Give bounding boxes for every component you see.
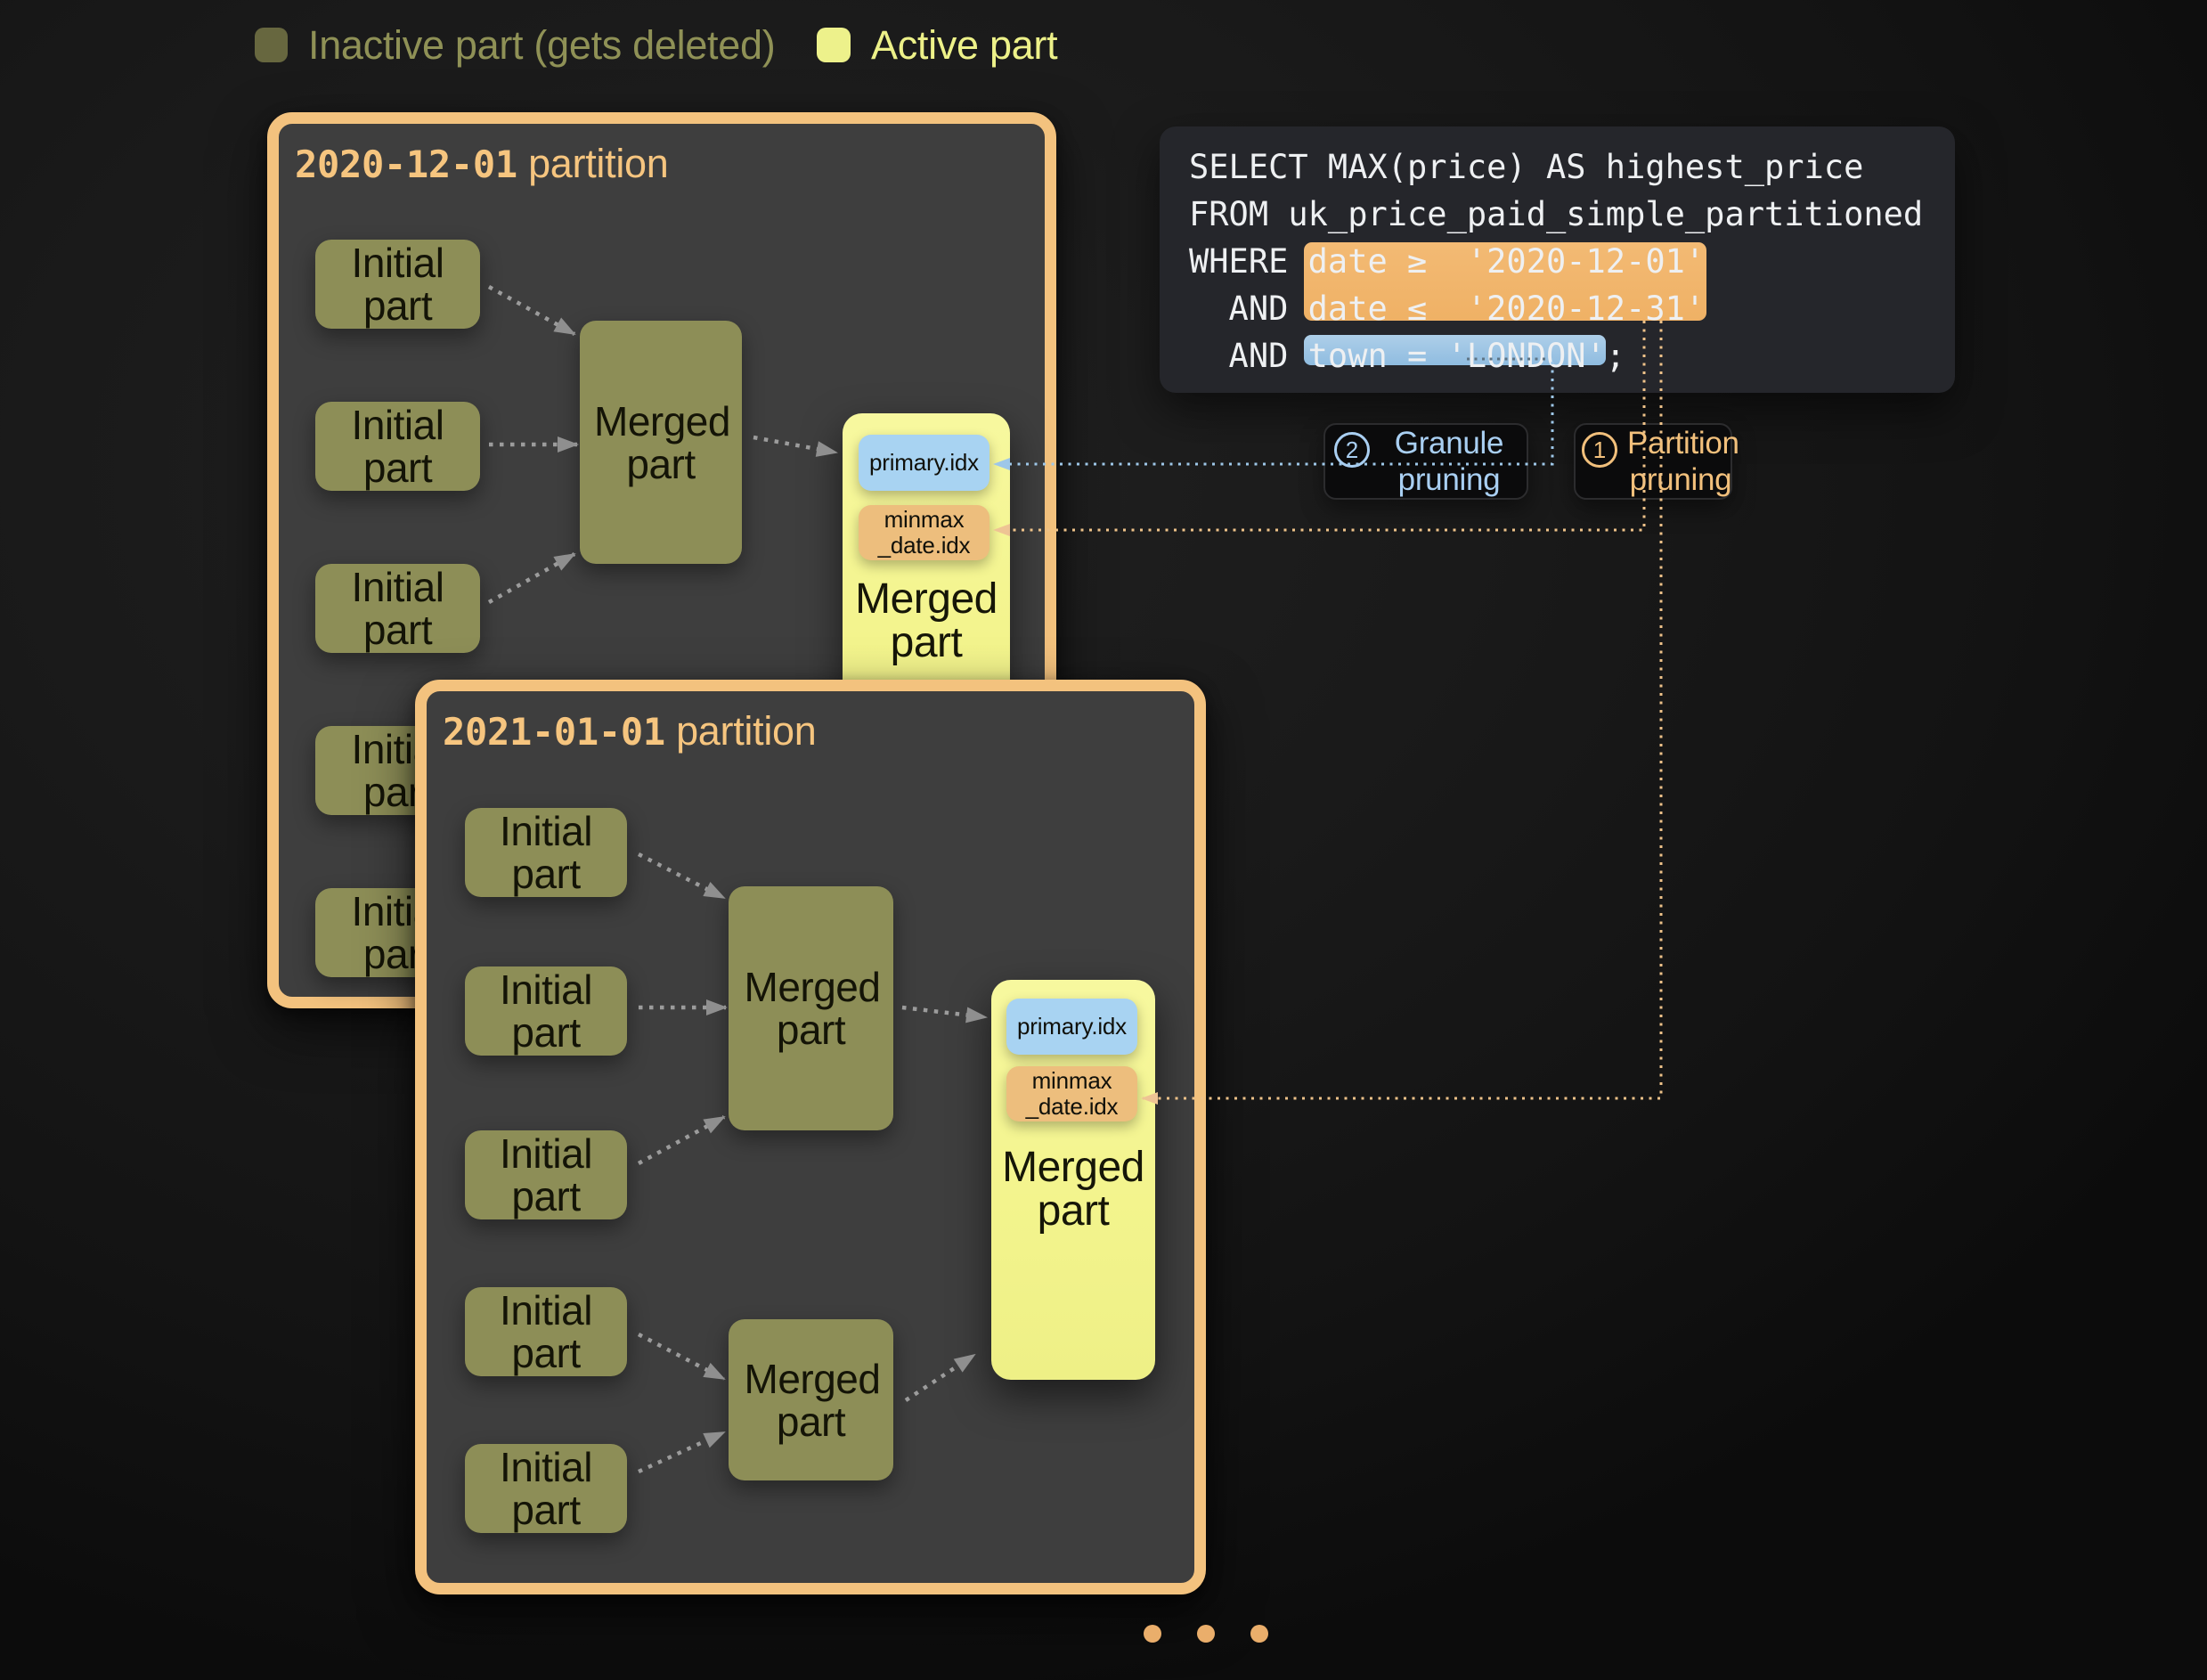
sql-line3-prefix: WHERE — [1189, 242, 1308, 281]
carousel-dot-3[interactable] — [1250, 1625, 1268, 1643]
granule-pruning-callout: 2 Granule pruning — [1323, 423, 1528, 500]
merged-part-label: Merged part — [594, 397, 730, 487]
p2-merged-part-bottom: Merged part — [729, 1319, 893, 1480]
p1-merged-part: Merged part — [580, 321, 742, 564]
sql-line-1: SELECT MAX(price) AS highest_price — [1189, 148, 1864, 186]
sql-line5-prefix: AND — [1189, 337, 1308, 375]
p2-primary-idx-chip: primary.idx — [1006, 999, 1137, 1055]
partition1-title: 2020-12-01 partition — [295, 141, 669, 186]
partition2-title-date: 2021-01-01 — [443, 710, 665, 754]
p1-minmax-idx-chip: minmax_date.idx — [859, 505, 989, 560]
primary-idx-label: primary.idx — [868, 449, 979, 476]
partition1-title-date: 2020-12-01 — [295, 143, 517, 186]
partition1-title-suffix: partition — [517, 141, 669, 186]
partition-pruning-callout: 1 Partition pruning — [1574, 423, 1739, 500]
minmax-idx-label-line1: minmax — [1031, 1067, 1112, 1094]
minmax-idx-label-line2: _date.idx — [877, 532, 971, 559]
initial-part-label: Initial part — [351, 240, 444, 329]
sql-date-from-condition: date ≥ '2020-12-01' — [1307, 242, 1706, 281]
p2-initial-part-3: Initial part — [465, 1130, 627, 1219]
p1-initial-part-1: Initial part — [315, 240, 480, 329]
partition-pruning-text: Partition pruning — [1627, 426, 1739, 497]
sql-date-highlight — [1304, 242, 1706, 321]
p2-initial-part-4: Initial part — [465, 1287, 627, 1376]
partition2-title-suffix: partition — [664, 708, 817, 754]
p2-initial-part-5: Initial part — [465, 1444, 627, 1533]
partition-pruning-label: Partition pruning — [1627, 425, 1739, 498]
p2-merged-part-top: Merged part — [729, 886, 893, 1130]
partition2-title: 2021-01-01 partition — [443, 708, 817, 754]
granule-pruning-text: Granule pruning — [1394, 426, 1504, 497]
sql-line5-suffix: ; — [1605, 337, 1626, 375]
p1-initial-part-2: Initial part — [315, 402, 480, 491]
p1-primary-idx-chip: primary.idx — [859, 435, 989, 491]
p1-initial-part-3: Initial part — [315, 564, 480, 653]
sql-line-4: AND date ≤ '2020-12-31' — [1189, 285, 1923, 332]
granule-pruning-number: 2 — [1334, 432, 1370, 468]
initial-part-label: Initial part — [351, 564, 444, 653]
initial-part-label: Initial part — [500, 1287, 592, 1376]
legend-swatch-inactive — [255, 28, 288, 62]
primary-idx-label: primary.idx — [1016, 1013, 1127, 1040]
sql-line-2: FROM uk_price_paid_simple_partitioned — [1189, 195, 1924, 233]
initial-part-label: Initial part — [500, 1444, 592, 1533]
initial-part-label: Initial part — [500, 966, 592, 1056]
carousel-dot-1[interactable] — [1144, 1625, 1161, 1643]
p2-active-merged-part: primary.idx minmax_date.idx Merged part — [991, 980, 1155, 1380]
initial-part-label: Initial part — [500, 1130, 592, 1219]
initial-part-label: Initial part — [500, 808, 592, 897]
minmax-idx-label-line2: _date.idx — [1025, 1093, 1119, 1120]
merged-part-label: Merged part — [744, 1355, 881, 1445]
p2-active-merged-label: Merged part — [1002, 1144, 1144, 1235]
granule-pruning-label: Granule pruning — [1372, 425, 1527, 498]
p2-initial-part-2: Initial part — [465, 966, 627, 1056]
legend-label-inactive: Inactive part (gets deleted) — [308, 22, 776, 68]
minmax-idx-label-line1: minmax — [884, 506, 965, 533]
initial-part-label: Initial part — [351, 402, 444, 491]
sql-town-condition: town = 'LONDON' — [1307, 337, 1606, 375]
sql-line4-prefix: AND — [1189, 290, 1308, 328]
p1-active-merged-label: Merged part — [855, 575, 998, 666]
sql-date-to-condition: date ≤ '2020-12-31' — [1307, 290, 1706, 328]
partition-pruning-number: 1 — [1582, 432, 1617, 468]
merged-part-label: Merged part — [744, 964, 881, 1053]
legend-label-active: Active part — [871, 22, 1058, 68]
sql-line-3: WHERE date ≥ '2020-12-01' — [1189, 238, 1923, 285]
p2-minmax-idx-chip: minmax_date.idx — [1006, 1066, 1137, 1121]
legend-swatch-active — [817, 28, 851, 62]
p2-initial-part-1: Initial part — [465, 808, 627, 897]
carousel-dot-2[interactable] — [1197, 1625, 1215, 1643]
sql-line-5: AND town = 'LONDON'; — [1189, 332, 1923, 379]
